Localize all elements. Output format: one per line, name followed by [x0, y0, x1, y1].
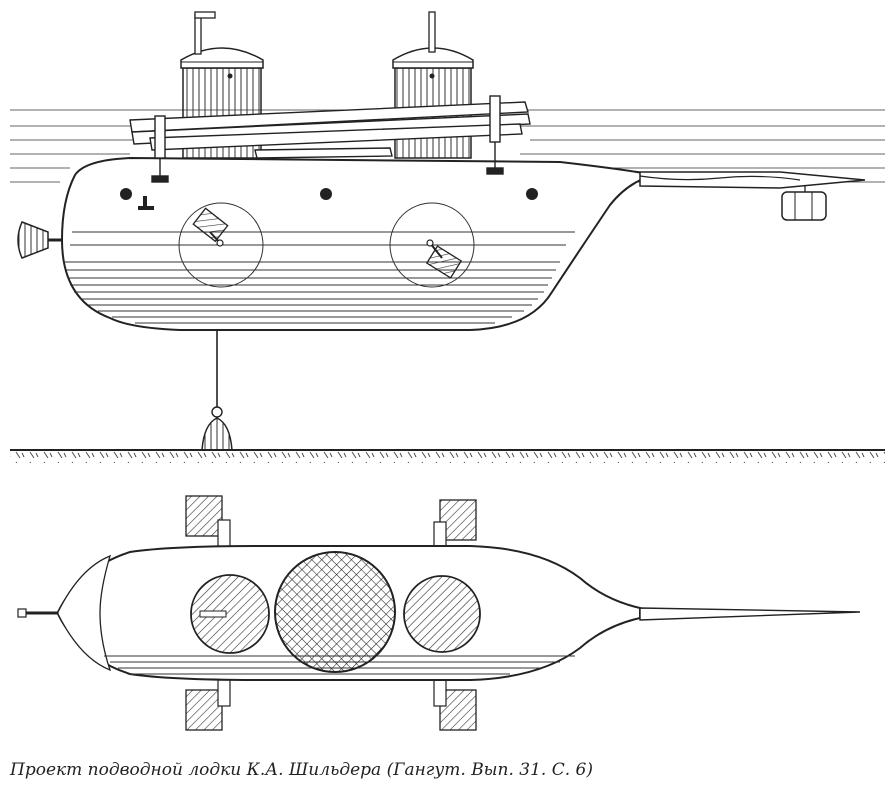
hull-top — [17, 495, 861, 731]
anchor — [201, 330, 233, 451]
propeller — [17, 221, 62, 259]
hull-side — [60, 156, 661, 331]
figure-caption: Проект подводной лодки К.А. Шильдера (Га… — [10, 760, 593, 780]
submarine-drawing — [10, 11, 885, 731]
deck-spars — [129, 95, 531, 183]
bow-spar-mine — [639, 171, 866, 221]
seabed — [10, 449, 885, 463]
